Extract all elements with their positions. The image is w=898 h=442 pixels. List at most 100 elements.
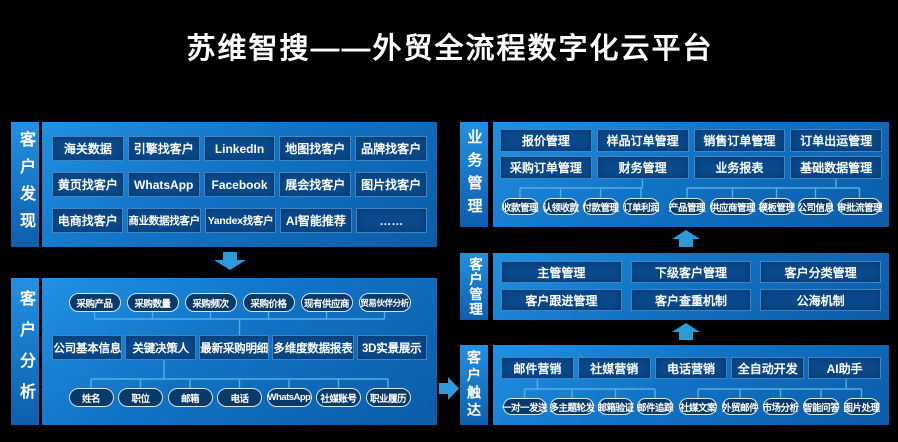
module-box: 品牌找客户 [355, 136, 427, 161]
feature-pill: 模板管理 [759, 198, 795, 215]
title-banner: 苏维智搜——外贸全流程数字化云平台 [11, 15, 889, 77]
feature-pill: 采购频次 [184, 293, 237, 312]
module-box: 展会找客户 [279, 172, 352, 197]
feature-pill: 产品管理 [669, 198, 706, 215]
business-row-1: 报价管理 样品订单管理 销售订单管理 订单出运管理 [500, 129, 882, 152]
module-box: 社媒营销 [577, 357, 651, 379]
feature-pill: 订单利润 [623, 198, 660, 215]
module-box: 订单出运管理 [790, 129, 882, 152]
discovery-row: 电商找客户 商业数据找客户 Yandex找客户 AI智能推荐 …… [52, 208, 428, 233]
module-box: 财务管理 [596, 156, 689, 179]
up-arrow [672, 323, 700, 340]
section-label-customer-analysis: 客户分析 [11, 278, 39, 425]
module-box: 3D实景展示 [356, 335, 427, 360]
section-label-customer-discovery: 客户发现 [11, 122, 39, 247]
feature-pill: 智能问答 [803, 398, 840, 415]
reach-pills: 一对一发送 多主题轮发 邮箱验证 邮件追踪 社媒文案 外贸邮件 市场分析 智能问… [502, 398, 880, 415]
feature-pill: WhatsApp [266, 388, 312, 407]
feature-pill: 职位 [118, 388, 163, 407]
feature-pill: 审批流管理 [837, 198, 883, 215]
feature-pill: 图片处理 [844, 398, 880, 415]
management-row-2: 客户跟进管理 客户查重机制 公海机制 [501, 289, 882, 311]
analysis-bottom-pills: 姓名 职位 邮箱 电话 WhatsApp 社媒账号 职业履历 [42, 388, 437, 407]
feature-pill: 姓名 [68, 388, 114, 407]
module-box: 关键决策人 [125, 335, 196, 360]
module-box: 采购订单管理 [500, 156, 592, 179]
module-box: LinkedIn [203, 136, 276, 161]
module-box: 销售订单管理 [693, 129, 786, 152]
module-box: AI智能推荐 [280, 208, 352, 233]
module-box: 引擎找客户 [127, 136, 200, 161]
module-box: WhatsApp [127, 172, 200, 197]
feature-pill: 社媒文案 [679, 398, 717, 415]
module-box: 电话营销 [654, 357, 728, 379]
module-box: 样品订单管理 [596, 129, 689, 152]
module-box: 基础数据管理 [790, 156, 882, 179]
module-box: 图片找客户 [355, 172, 427, 197]
discovery-row: 黄页找客户 WhatsApp Facebook 展会找客户 图片找客户 [52, 172, 427, 197]
feature-pill: 社媒账号 [316, 388, 361, 407]
module-box: 商业数据找客户 [127, 208, 201, 233]
feature-pill: 采购产品 [68, 293, 121, 312]
module-box: 客户跟进管理 [501, 289, 622, 311]
module-box: 公海机制 [760, 289, 882, 311]
section-label-customer-reach: 客户触达 [460, 345, 488, 425]
feature-pill: 供应商管理 [710, 198, 756, 215]
connector-lines [519, 179, 861, 198]
module-box: 电商找客户 [52, 208, 124, 233]
feature-pill: 外贸邮件 [722, 398, 759, 415]
feature-pill: 邮箱 [167, 388, 213, 407]
module-box: 邮件营销 [501, 357, 574, 379]
module-box: 多维度数据报表 [272, 335, 354, 360]
module-box: 主管管理 [501, 261, 622, 283]
feature-pill: 采购数量 [126, 293, 179, 312]
right-arrow [439, 377, 459, 400]
feature-pill: 采购价格 [242, 293, 295, 312]
feature-pill: 多主题轮发 [550, 398, 595, 415]
feature-pill: 一对一发送 [502, 398, 548, 415]
feature-pill: 收款管理 [502, 198, 539, 215]
module-box: Facebook [203, 172, 276, 197]
feature-pill: 现有供应商 [300, 293, 353, 312]
feature-pill: 公司信息 [798, 198, 834, 215]
module-box: 地图找客户 [279, 136, 352, 161]
discovery-row: 海关数据 引擎找客户 LinkedIn 地图找客户 品牌找客户 [52, 136, 427, 161]
reach-row-1: 邮件营销 社媒营销 电话营销 全自动开发 AI助手 [501, 357, 881, 379]
module-box: 报价管理 [500, 129, 592, 152]
module-box: 全自动开发 [731, 357, 805, 379]
module-box: …… [355, 208, 428, 233]
module-box: 最新采购明细 [198, 335, 270, 360]
connector-lines [90, 312, 389, 388]
feature-pill: 邮箱验证 [598, 398, 634, 415]
analysis-top-pills: 采购产品 采购数量 采购频次 采购价格 现有供应商 贸易伙伴分析 [42, 293, 437, 312]
module-box: 海关数据 [52, 136, 124, 161]
up-arrow [672, 230, 700, 247]
page-title: 苏维智搜——外贸全流程数字化云平台 [186, 33, 714, 65]
business-pills: 收款管理 认领收款 付款管理 订单利润 产品管理 供应商管理 模板管理 公司信息… [502, 198, 883, 215]
section-label-business-management: 业务管理 [460, 122, 488, 227]
section-label-customer-management: 客户管理 [460, 253, 488, 320]
feature-pill: 电话 [217, 388, 262, 407]
connector-lines [523, 379, 863, 398]
management-row-1: 主管管理 下级客户管理 客户分类管理 [501, 261, 882, 283]
customer-discovery-panel: 海关数据 引擎找客户 LinkedIn 地图找客户 品牌找客户 黄页找客户 Wh… [42, 122, 437, 247]
module-box: 黄页找客户 [52, 172, 124, 197]
analysis-mid-boxes: 公司基本信息 关键决策人 最新采购明细 多维度数据报表 3D实景展示 [52, 335, 427, 360]
feature-pill: 贸易伙伴分析 [358, 293, 411, 312]
customer-analysis-panel: 采购产品 采购数量 采购频次 采购价格 现有供应商 贸易伙伴分析 公司基本信息 … [42, 278, 437, 425]
feature-pill: 认领收款 [543, 198, 579, 215]
feature-pill: 职业履历 [365, 388, 411, 407]
module-box: 业务报表 [693, 156, 786, 179]
business-management-panel: 报价管理 样品订单管理 销售订单管理 订单出运管理 采购订单管理 财务管理 业务… [493, 122, 889, 227]
customer-management-panel: 主管管理 下级客户管理 客户分类管理 客户跟进管理 客户查重机制 公海机制 [493, 253, 889, 320]
customer-reach-panel: 邮件营销 社媒营销 电话营销 全自动开发 AI助手 一对一发送 多主题轮发 邮箱… [493, 345, 889, 425]
module-box: 客户查重机制 [630, 289, 752, 311]
module-box: 公司基本信息 [52, 335, 123, 360]
feature-pill: 市场分析 [763, 398, 799, 415]
down-arrow [214, 252, 246, 270]
module-box: 下级客户管理 [630, 261, 752, 283]
feature-pill: 付款管理 [583, 198, 619, 215]
feature-pill: 邮件追踪 [637, 398, 674, 415]
business-row-2: 采购订单管理 财务管理 业务报表 基础数据管理 [500, 156, 882, 179]
module-box: Yandex找客户 [204, 208, 277, 233]
